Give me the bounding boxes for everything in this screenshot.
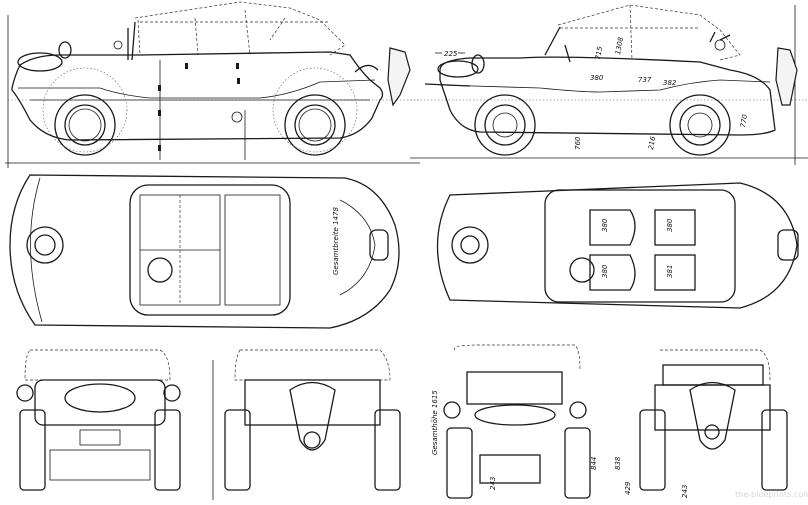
- dim-rear-track: 243: [681, 485, 689, 498]
- dim-front-height: 844: [590, 457, 598, 470]
- seat-dim-3: 380: [666, 218, 674, 232]
- dim-overall-width: Gesamtbreite 1478: [332, 207, 340, 275]
- dim-ground: 760: [574, 136, 582, 150]
- dim-rear: 770: [739, 113, 749, 128]
- dim-rear-height: 838: [614, 456, 622, 470]
- front-view-open: Gesamthöhe 1615 243 844: [431, 344, 598, 499]
- side-view-open: 225 380 737 382 715 1308 760 216 770: [410, 4, 808, 165]
- top-view-covered: Gesamtbreite 1478: [9, 174, 400, 329]
- dim-height-a: 715: [594, 45, 604, 60]
- rear-view-open: 838 429 243: [614, 349, 788, 498]
- seat-dim-2: 380: [601, 264, 609, 278]
- dim-mid-b: 382: [663, 79, 677, 87]
- dim-overall-height: Gesamthöhe 1615: [431, 390, 439, 455]
- watermark: the-blueprints.com: [735, 490, 808, 499]
- dim-front-track: 243: [489, 477, 497, 490]
- seat-dim-1: 380: [601, 218, 609, 232]
- front-view-closed: [16, 349, 181, 491]
- dim-front-overhang: 225: [444, 50, 458, 58]
- dim-seat: 380: [590, 74, 604, 82]
- rear-view-closed: [212, 349, 401, 500]
- dim-clearance: 216: [647, 135, 657, 150]
- dim-rear-low: 429: [624, 481, 632, 495]
- dim-height-b: 1308: [614, 36, 625, 55]
- seat-dim-4: 381: [666, 265, 674, 278]
- side-view-closed: [5, 1, 420, 168]
- top-view-open: 380 380 380 381: [436, 182, 799, 309]
- dim-mid-a: 737: [638, 76, 652, 84]
